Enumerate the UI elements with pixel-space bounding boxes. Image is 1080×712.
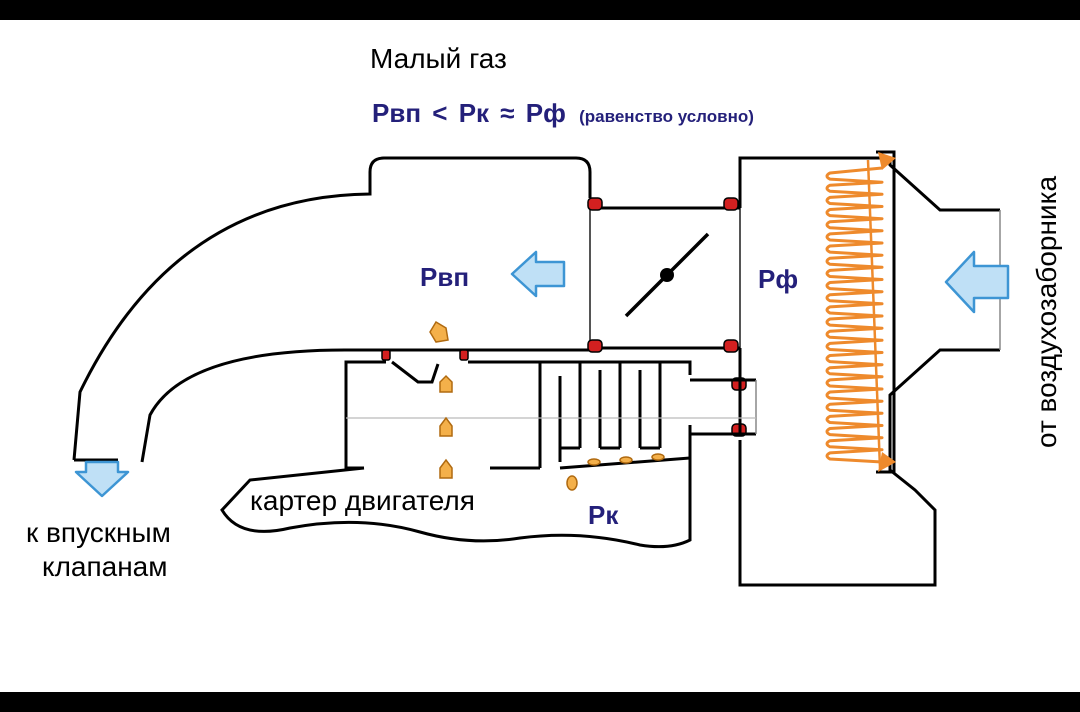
seal-icon [723,197,739,211]
oil-droplet-icon [439,458,453,479]
air-filter-coil-icon [825,166,884,464]
label-crankcase: картер двигателя [250,485,475,516]
filter-clip [878,452,896,472]
diagram-background [0,20,1080,692]
arrow-icon [74,250,1010,498]
label-p-k: Pк [588,500,619,530]
label-to-valves-2: клапанам [42,551,168,582]
formula-less: < [432,98,447,128]
seal-icon [381,349,391,361]
flow-arrow-from-intake [944,250,1010,314]
seal-icon [459,349,469,361]
filter-clip [878,152,896,170]
oil-droplet-icon [429,320,449,343]
label-to-valves-1: к впускным [26,517,171,548]
formula-p-f: Pф [526,98,566,128]
label-p-vp: Pвп [420,262,469,292]
filter-frame [876,150,896,474]
oil-droplet-icon [439,416,453,437]
oil-droplets [429,320,665,491]
formula-p-k: Pк [459,98,490,128]
flow-arrow-left [510,250,566,298]
label-from-intake: от воздухозаборника [1031,176,1062,448]
throttle-body [589,206,741,350]
formula-approx: ≈ [500,98,514,128]
crankcase-outline [220,458,692,549]
seal-icon [587,339,603,353]
oil-droplet-icon [619,456,633,464]
formula-note: (равенство условно) [579,107,754,126]
seal-icon [723,339,739,353]
throttle-valve-icon [624,232,710,318]
page-title: Малый газ [370,43,507,74]
flow-arrow-down [74,460,130,498]
pressure-formula: Pвп < Pк ≈ Pф (равенство условно) [372,98,754,128]
label-p-f: Pф [758,264,798,294]
oil-droplet-icon [439,374,453,393]
oil-droplet-icon [651,453,665,461]
crankcase-ventilation [344,360,757,470]
seal-icon [587,197,603,211]
oil-droplet-icon [587,458,601,466]
oil-droplet-icon [566,475,578,491]
formula-p-vp: Pвп [372,98,421,128]
